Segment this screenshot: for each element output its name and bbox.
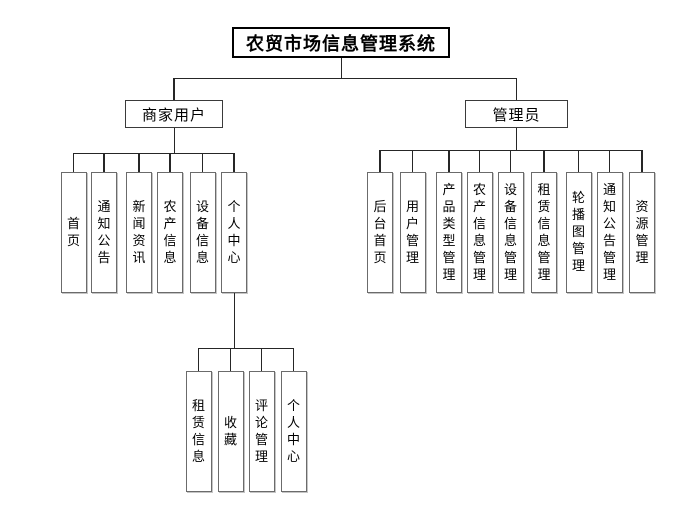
node-personal-center-sub: 个人中心 xyxy=(280,371,307,492)
connector-line xyxy=(411,149,414,173)
node-news-info: 新闻资讯 xyxy=(126,172,152,293)
node-product-type-management: 产品类型管理 xyxy=(436,172,462,293)
branch-node-merchant-user: 商家用户 xyxy=(125,100,223,128)
connector-line xyxy=(380,149,643,151)
connector-line xyxy=(292,347,295,372)
node-carousel-management: 轮播图管理 xyxy=(565,172,592,293)
connector-line xyxy=(169,152,171,173)
connector-line xyxy=(340,58,342,78)
connector-line xyxy=(260,347,263,372)
connector-line xyxy=(173,77,517,79)
connector-line xyxy=(577,149,580,173)
connector-line xyxy=(509,149,512,173)
node-notice-announcement: 通知公告 xyxy=(91,172,117,293)
connector-line xyxy=(173,128,175,153)
node-agri-product-info: 农产信息 xyxy=(157,172,183,293)
node-backend-home: 后台首页 xyxy=(367,172,393,293)
connector-line xyxy=(197,347,200,372)
node-agri-product-info-management: 农产信息管理 xyxy=(466,172,493,293)
connector-line xyxy=(641,149,643,173)
connector-line xyxy=(73,152,235,154)
node-user-management: 用户管理 xyxy=(399,172,426,293)
connector-line xyxy=(233,152,235,173)
connector-line xyxy=(478,149,481,173)
node-notice-announcement-management: 通知公告管理 xyxy=(596,172,623,293)
connector-line xyxy=(72,152,75,173)
connector-line xyxy=(201,152,204,173)
connector-line xyxy=(543,149,545,173)
connector-line xyxy=(103,152,105,173)
connector-line xyxy=(608,149,611,173)
connector-line xyxy=(198,347,295,349)
connector-line xyxy=(173,77,175,101)
node-rental-info: 租赁信息 xyxy=(185,371,212,492)
connector-line xyxy=(515,128,517,151)
branch-node-administrator: 管理员 xyxy=(465,100,568,128)
connector-line xyxy=(379,149,381,173)
connector-line xyxy=(229,347,232,372)
node-home: 首页 xyxy=(60,172,87,293)
connector-line xyxy=(515,77,517,101)
node-equipment-info-management: 设备信息管理 xyxy=(497,172,524,293)
node-resource-management: 资源管理 xyxy=(629,172,655,293)
node-personal-center: 个人中心 xyxy=(221,172,247,293)
connector-line xyxy=(233,293,235,348)
node-comment-management: 评论管理 xyxy=(248,371,275,492)
node-equipment-info: 设备信息 xyxy=(189,172,216,293)
connector-line xyxy=(448,149,450,173)
node-rental-info-management: 租赁信息管理 xyxy=(531,172,557,293)
node-favorites: 收藏 xyxy=(217,371,244,492)
connector-line xyxy=(138,152,140,173)
root-node-system-title: 农贸市场信息管理系统 xyxy=(232,27,450,58)
